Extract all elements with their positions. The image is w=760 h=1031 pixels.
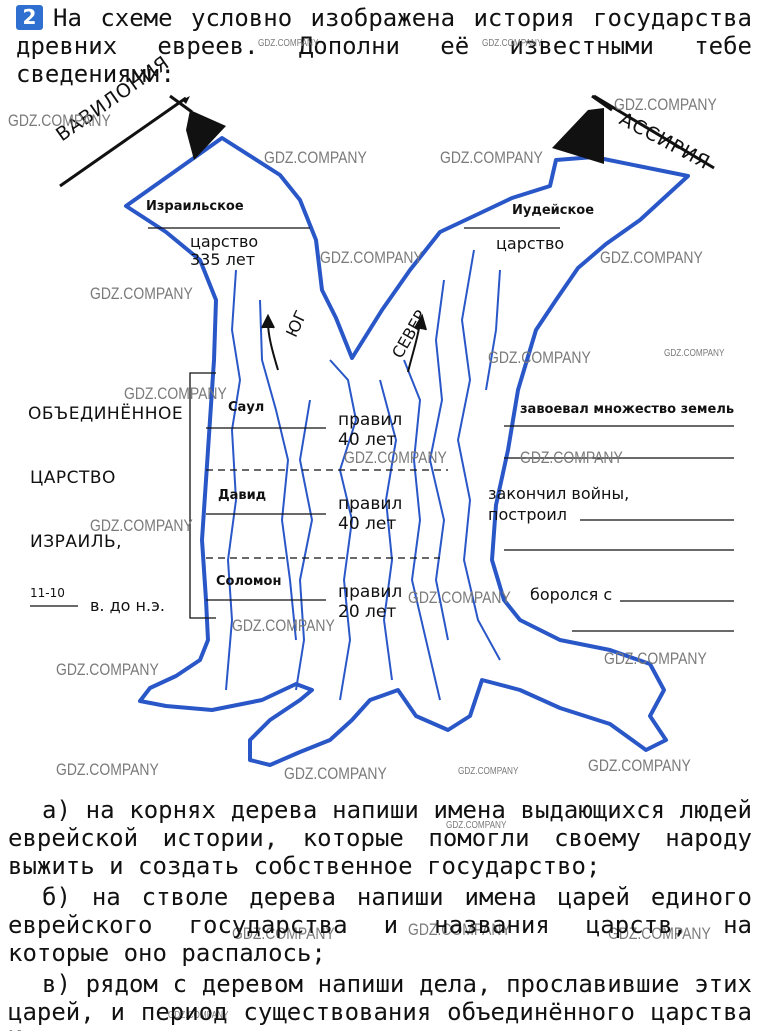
- united-century: 11-10: [30, 586, 65, 600]
- watermark: GDZ.COMPANY: [408, 920, 511, 939]
- watermark-small: GDZ.COMPANY: [482, 38, 543, 49]
- watermark: GDZ.COMPANY: [520, 448, 623, 467]
- watermark: GDZ.COMPANY: [600, 248, 703, 267]
- deed-david-1: закончил войны,: [488, 484, 630, 503]
- watermark-small: GDZ.COMPANY: [446, 820, 507, 831]
- judea-kingdom-name: Иудейское: [512, 203, 595, 218]
- watermark: GDZ.COMPANY: [56, 760, 159, 779]
- united-line1: ОБЪЕДИНЁННОЕ: [28, 404, 184, 424]
- watermark: GDZ.COMPANY: [608, 924, 711, 943]
- watermark: GDZ.COMPANY: [344, 448, 447, 467]
- watermark-small: GDZ.COMPANY: [168, 1010, 229, 1021]
- united-bracket: [189, 372, 216, 619]
- king-solomon-ruled: правил: [338, 582, 403, 602]
- deed-david-2: построил: [488, 505, 567, 524]
- kingdom-lines: [148, 227, 560, 601]
- watermark-small: GDZ.COMPANY: [258, 38, 319, 49]
- united-line2: ЦАРСТВО: [30, 468, 116, 488]
- babylon-spear: [59, 94, 226, 188]
- watermark: GDZ.COMPANY: [90, 516, 193, 535]
- watermark: GDZ.COMPANY: [56, 660, 159, 679]
- watermark: GDZ.COMPANY: [8, 111, 111, 130]
- king-david-name: Давид: [218, 488, 267, 503]
- israel-kingdom-name: Израильское: [146, 199, 244, 214]
- united-century-suffix: в. до н.э.: [90, 596, 165, 615]
- king-david-years: 40 лет: [338, 514, 397, 534]
- instruction-a: а) на корнях дерева напиши имена выдающи…: [8, 796, 752, 880]
- king-solomon-name: Соломон: [216, 574, 282, 589]
- instruction-c-text: в) рядом с деревом напиши дела, прослави…: [8, 970, 752, 1031]
- watermark: GDZ.COMPANY: [588, 756, 691, 775]
- instructions: а) на корнях дерева напиши имена выдающи…: [8, 796, 752, 1031]
- task-number-badge: 2: [16, 5, 43, 30]
- king-solomon-years: 20 лет: [338, 602, 397, 622]
- watermark: GDZ.COMPANY: [232, 924, 335, 943]
- watermark-small: GDZ.COMPANY: [458, 766, 519, 777]
- watermark-small: GDZ.COMPANY: [664, 348, 725, 359]
- watermark: GDZ.COMPANY: [284, 764, 387, 783]
- king-david-ruled: правил: [338, 494, 403, 514]
- king-saul-name: Саул: [228, 400, 265, 415]
- watermark: GDZ.COMPANY: [488, 348, 591, 367]
- king-saul-ruled: правил: [338, 410, 403, 430]
- instruction-a-text: а) на корнях дерева напиши имена выдающи…: [8, 796, 752, 880]
- instruction-c: в) рядом с деревом напиши дела, прослави…: [8, 970, 752, 1031]
- deed-solomon: боролся с: [530, 585, 613, 604]
- watermark: GDZ.COMPANY: [90, 284, 193, 303]
- united-line3: ИЗРАИЛЬ,: [30, 532, 123, 552]
- watermark: GDZ.COMPANY: [264, 148, 367, 167]
- watermark: GDZ.COMPANY: [320, 248, 423, 267]
- assyria-spear: [552, 94, 715, 170]
- watermark: GDZ.COMPANY: [604, 649, 707, 668]
- watermark: GDZ.COMPANY: [124, 384, 227, 403]
- answer-lines: [30, 425, 734, 632]
- direction-arrows: [261, 313, 427, 373]
- watermark: GDZ.COMPANY: [614, 95, 717, 114]
- judea-kingdom-word: царство: [496, 234, 565, 253]
- instruction-b-text: б) на стволе дерева напиши имена царей е…: [8, 883, 752, 967]
- trunk-lines: [225, 249, 501, 701]
- tree-outline: [124, 136, 690, 767]
- king-saul-years: 40 лет: [338, 430, 397, 450]
- instruction-b: б) на стволе дерева напиши имена царей е…: [8, 883, 752, 967]
- israel-kingdom-years: 335 лет: [190, 250, 256, 269]
- watermark: GDZ.COMPANY: [408, 588, 511, 607]
- watermark: GDZ.COMPANY: [440, 148, 543, 167]
- dashed-dividers: [206, 469, 448, 559]
- task-text: На схеме условно изображена история госу…: [16, 4, 752, 88]
- israel-kingdom-word: царство: [190, 232, 259, 251]
- watermark: GDZ.COMPANY: [232, 616, 335, 635]
- deed-saul: завоевал множество земель: [520, 402, 735, 417]
